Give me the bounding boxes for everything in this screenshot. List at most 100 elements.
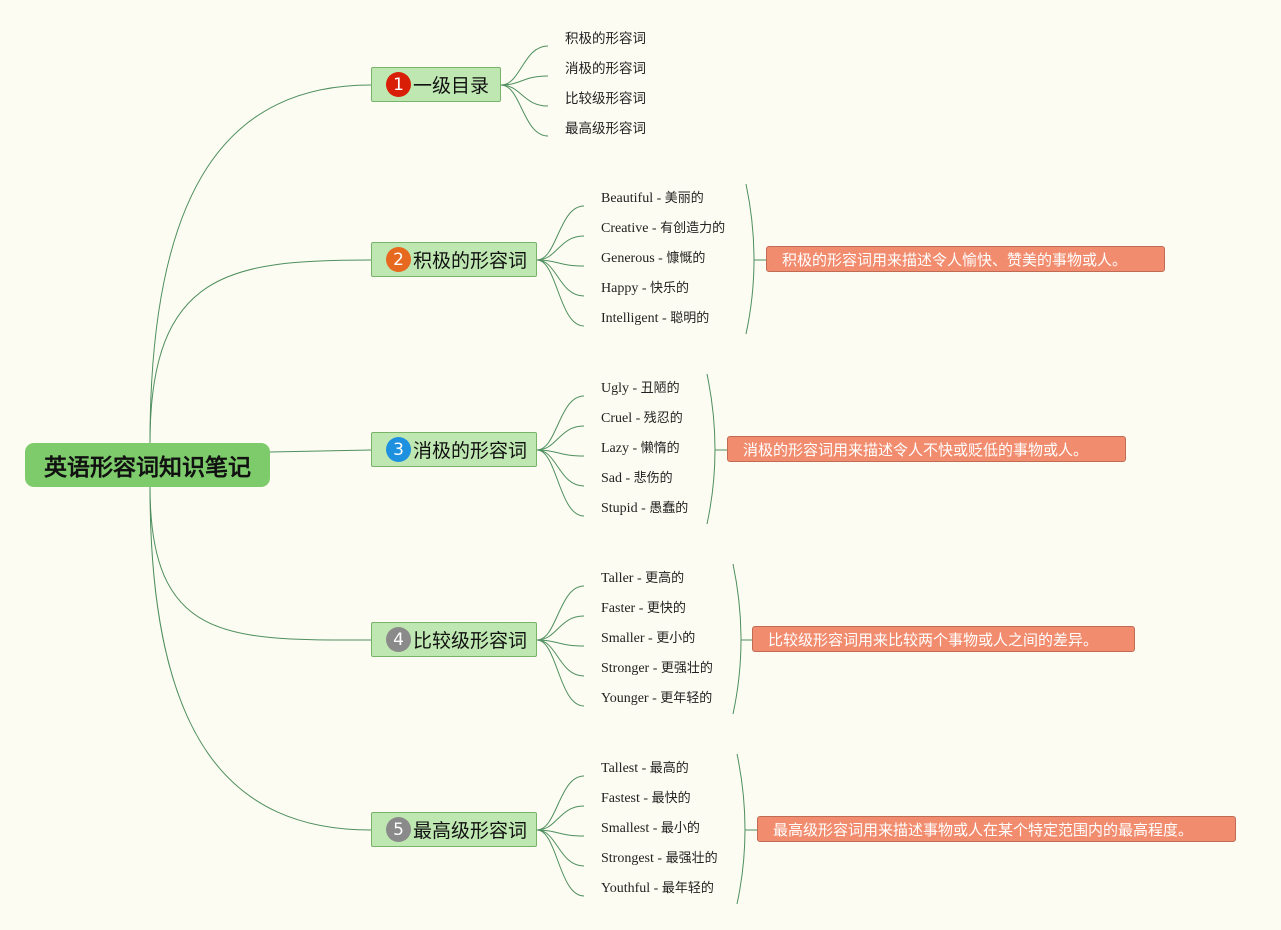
leaf-topic[interactable]: Taller - 更高的 — [601, 570, 684, 588]
leaf-topic[interactable]: Beautiful - 美丽的 — [601, 190, 704, 208]
leaf-topic[interactable]: 消极的形容词 — [565, 61, 646, 77]
number-2-icon: 2 — [386, 247, 411, 272]
branch-topic-label: 消极的形容词 — [413, 440, 528, 462]
branch-topic-label: 积极的形容词 — [413, 250, 528, 272]
leaf-english: Happy - — [601, 281, 650, 296]
number-3-icon: 3 — [386, 437, 411, 462]
leaf-link — [536, 805, 585, 831]
leaf-topic[interactable]: Smaller - 更小的 — [601, 630, 695, 648]
leaf-link — [536, 449, 585, 487]
branch-topic-label: 比较级形容词 — [413, 630, 528, 652]
leaf-topic[interactable]: Tallest - 最高的 — [601, 760, 689, 778]
leaf-topic[interactable]: Strongest - 最强壮的 — [601, 850, 718, 868]
leaf-topic[interactable]: Younger - 更年轻的 — [601, 690, 712, 708]
leaf-topic[interactable]: Stronger - 更强壮的 — [601, 660, 713, 678]
leaf-chinese: 最快的 — [651, 791, 691, 806]
leaf-topic[interactable]: Lazy - 懒惰的 — [601, 440, 680, 458]
leaf-topic[interactable]: 比较级形容词 — [565, 91, 646, 107]
leaf-link — [536, 775, 585, 831]
leaf-topic[interactable]: Happy - 快乐的 — [601, 280, 689, 298]
leaf-link — [500, 75, 549, 86]
leaf-topic[interactable]: Faster - 更快的 — [601, 600, 686, 618]
leaf-link — [536, 639, 585, 707]
leaf-topic[interactable]: Ugly - 丑陋的 — [601, 380, 680, 398]
leaf-english: Strongest - — [601, 851, 666, 866]
number-5-icon: 5 — [386, 817, 411, 842]
leaf-chinese: 懒惰的 — [640, 441, 680, 456]
leaf-english: Tallest - — [601, 761, 650, 776]
leaf-topic[interactable]: Fastest - 最快的 — [601, 790, 691, 808]
leaf-topic[interactable]: Sad - 悲伤的 — [601, 470, 673, 488]
summary-bracket — [736, 753, 746, 905]
root-topic[interactable]: 英语形容词知识笔记 — [25, 443, 270, 487]
leaf-link — [536, 585, 585, 641]
leaf-english: Generous - — [601, 251, 667, 266]
leaf-chinese: 悲伤的 — [633, 471, 673, 486]
root-link-4 — [149, 486, 372, 641]
number-4-icon: 4 — [386, 627, 411, 652]
leaf-chinese: 更快的 — [646, 601, 686, 616]
leaf-topic[interactable]: Generous - 慷慨的 — [601, 250, 705, 268]
leaf-topic[interactable]: 积极的形容词 — [565, 31, 646, 47]
leaf-link — [536, 259, 585, 327]
summary-callout-5[interactable]: 最高级形容词用来描述事物或人在某个特定范围内的最高程度。 — [757, 816, 1236, 842]
summary-callout-3[interactable]: 消极的形容词用来描述令人不快或贬低的事物或人。 — [727, 436, 1126, 462]
leaf-english: Creative - — [601, 221, 661, 236]
leaf-english: Lazy - — [601, 441, 641, 456]
leaf-english: Cruel - — [601, 411, 644, 426]
leaf-chinese: 更强壮的 — [660, 661, 713, 676]
root-link-5 — [149, 486, 372, 831]
leaf-chinese: 丑陋的 — [640, 381, 680, 396]
leaf-topic[interactable]: Intelligent - 聪明的 — [601, 310, 709, 328]
leaf-link — [536, 829, 585, 897]
leaf-link — [500, 84, 549, 137]
summary-callout-4[interactable]: 比较级形容词用来比较两个事物或人之间的差异。 — [752, 626, 1135, 652]
leaf-link — [536, 395, 585, 451]
leaf-chinese: 快乐的 — [650, 281, 690, 296]
leaf-english: Smallest - — [601, 821, 661, 836]
leaf-topic[interactable]: Youthful - 最年轻的 — [601, 880, 714, 898]
leaf-topic[interactable]: Smallest - 最小的 — [601, 820, 700, 838]
leaf-topic[interactable]: Creative - 有创造力的 — [601, 220, 725, 238]
leaf-english: Sad - — [601, 471, 634, 486]
branch-topic-label: 最高级形容词 — [413, 820, 528, 842]
summary-callout-2[interactable]: 积极的形容词用来描述令人愉快、赞美的事物或人。 — [766, 246, 1165, 272]
leaf-link — [536, 829, 585, 867]
leaf-english: Taller - — [601, 571, 646, 586]
leaf-english: Stupid - — [601, 501, 650, 516]
leaf-chinese: 最小的 — [660, 821, 700, 836]
leaf-english: Youthful - — [601, 881, 662, 896]
leaf-topic[interactable]: Stupid - 愚蠢的 — [601, 500, 688, 518]
root-topic-label: 英语形容词知识笔记 — [44, 455, 251, 481]
leaf-english: Fastest - — [601, 791, 652, 806]
leaf-link — [500, 84, 549, 107]
leaf-chinese: 最年轻的 — [661, 881, 714, 896]
leaf-chinese: 慷慨的 — [666, 251, 706, 266]
leaf-chinese: 更小的 — [656, 631, 696, 646]
leaf-link — [536, 259, 585, 297]
summary-bracket — [732, 563, 742, 715]
leaf-english: Intelligent - — [601, 311, 671, 326]
summary-bracket — [745, 183, 755, 335]
leaf-english: Younger - — [601, 691, 661, 706]
leaf-topic[interactable]: 最高级形容词 — [565, 121, 646, 137]
leaf-english: Smaller - — [601, 631, 657, 646]
summary-text: 最高级形容词用来描述事物或人在某个特定范围内的最高程度。 — [773, 820, 1194, 839]
leaf-topic[interactable]: Cruel - 残忍的 — [601, 410, 683, 428]
leaf-link — [536, 639, 585, 677]
number-1-icon: 1 — [386, 72, 411, 97]
leaf-chinese: 更年轻的 — [660, 691, 713, 706]
leaf-chinese: 更高的 — [645, 571, 685, 586]
leaf-chinese: 最强壮的 — [665, 851, 718, 866]
leaf-link — [536, 449, 585, 517]
leaf-chinese: 美丽的 — [664, 191, 704, 206]
leaf-link — [500, 45, 549, 86]
leaf-chinese: 残忍的 — [643, 411, 683, 426]
